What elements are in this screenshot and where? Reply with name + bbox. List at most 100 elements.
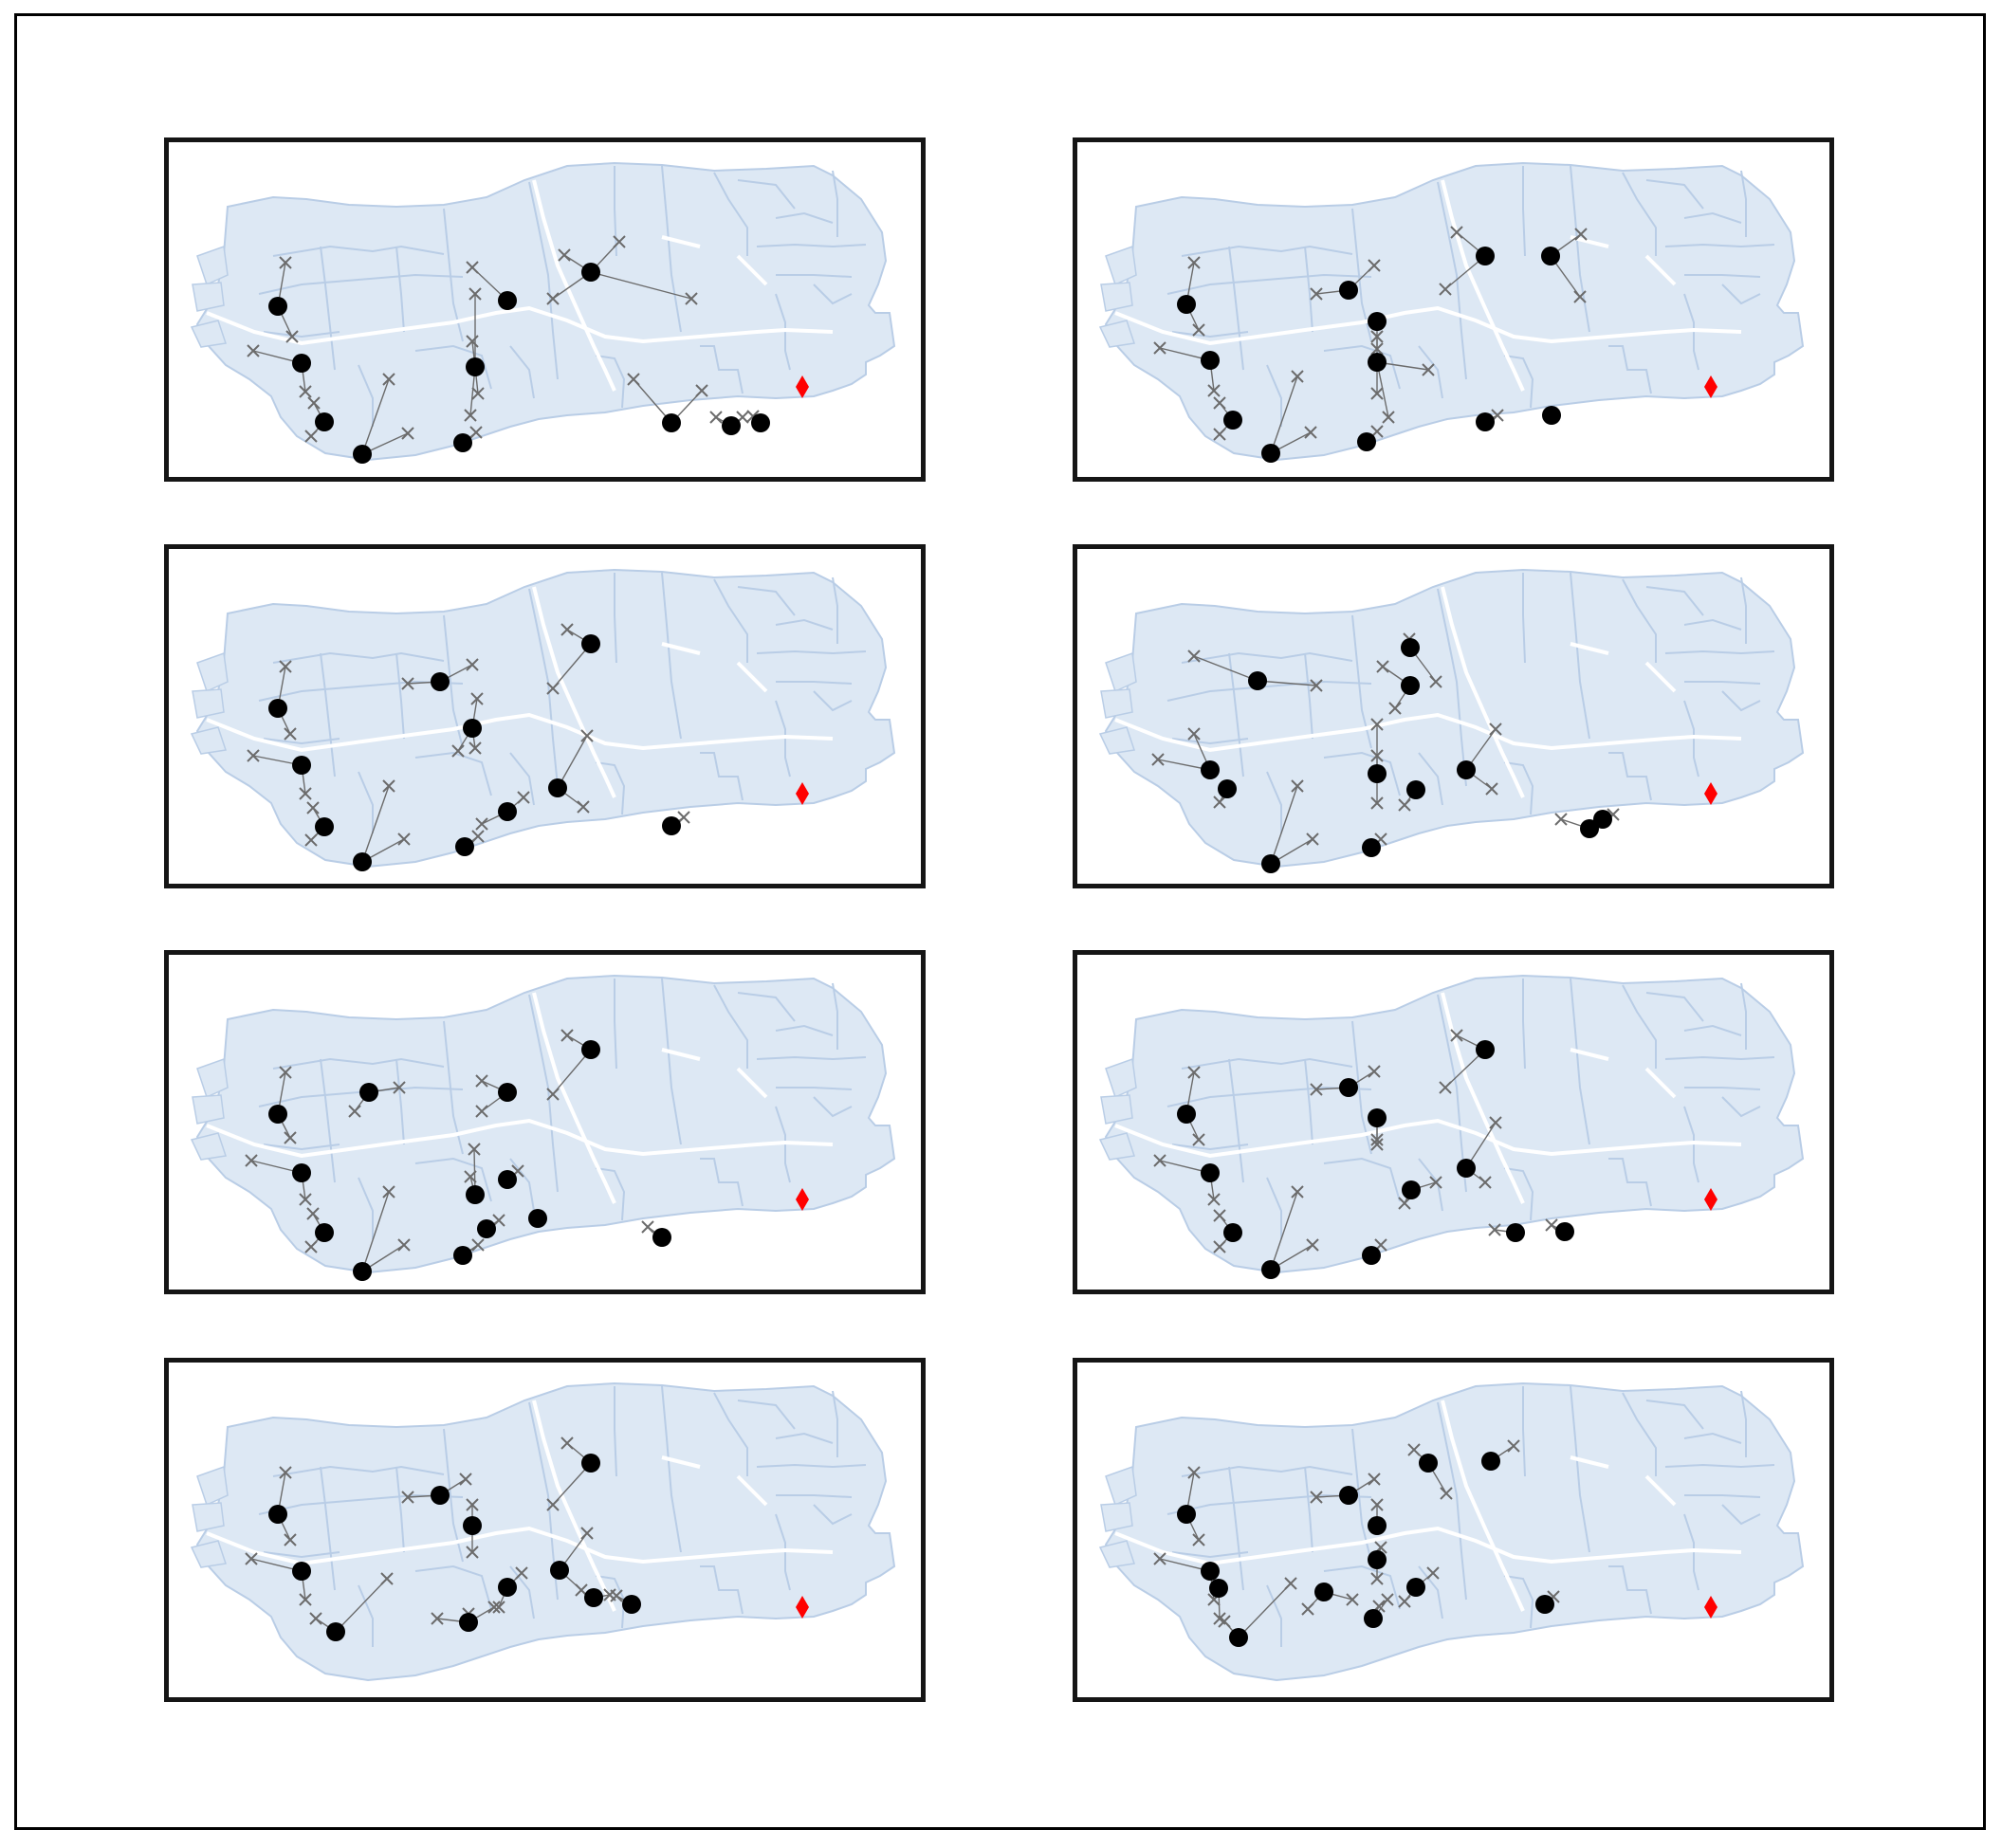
facility-point <box>453 1246 472 1265</box>
demand-point-icon <box>1370 749 1384 762</box>
facility-point <box>751 413 770 432</box>
assignment-link <box>1270 785 1298 865</box>
facility-point <box>1261 1260 1280 1279</box>
facility-points <box>268 1454 641 1641</box>
facility-point <box>315 412 334 431</box>
demand-point-icon <box>1370 1138 1384 1151</box>
demand-point-icon <box>431 1612 444 1625</box>
facility-point <box>722 416 741 435</box>
demand-point-icon <box>627 373 640 386</box>
facility-point <box>498 1170 517 1189</box>
map-svg-1 <box>190 161 896 464</box>
map-svg-8 <box>1098 1381 1805 1682</box>
demand-point-icon <box>306 801 320 814</box>
demand-point-icon <box>397 1238 411 1252</box>
district-region <box>1098 974 1805 1274</box>
facility-point <box>1457 1159 1476 1178</box>
facility-point <box>662 816 681 835</box>
demand-point-icon <box>1291 370 1304 383</box>
demand-point-icon <box>466 335 479 348</box>
demand-point-icon <box>1429 675 1442 688</box>
facility-point <box>581 634 600 653</box>
map-panel-3 <box>164 544 926 888</box>
facility-point <box>1177 295 1196 314</box>
facility-point <box>1401 638 1420 657</box>
demand-point-icon <box>1213 1240 1226 1253</box>
demand-point-icon <box>304 833 318 847</box>
map-svg-2 <box>1098 161 1805 463</box>
facility-point <box>581 1040 600 1059</box>
facility-point <box>1201 1562 1220 1581</box>
demand-point-icon <box>1370 387 1384 400</box>
demand-point-icon <box>1573 290 1587 303</box>
demand-point-icon <box>1213 796 1226 809</box>
demand-point-icon <box>695 384 708 397</box>
demand-point-icon <box>1398 798 1411 812</box>
facility-point <box>1261 854 1280 873</box>
demand-point-icon <box>1213 396 1226 410</box>
map-panel-6 <box>1073 950 1834 1294</box>
demand-point-icon <box>304 430 318 443</box>
facility-point <box>1368 1550 1387 1569</box>
depot-diamond-icon <box>796 1596 809 1619</box>
demand-point-icon <box>1213 1209 1226 1222</box>
facility-point <box>662 413 681 432</box>
depot-diamond-icon <box>796 1188 809 1211</box>
facility-point <box>1364 1609 1383 1628</box>
demand-point-icon <box>284 1533 297 1546</box>
assignment-link <box>1193 655 1258 682</box>
facility-point <box>1406 1578 1425 1597</box>
facility-point <box>431 1486 450 1505</box>
facility-point <box>353 852 372 871</box>
facility-point <box>550 1561 569 1580</box>
assignment-link <box>1257 680 1317 686</box>
facility-point <box>1223 411 1242 430</box>
demand-point-icon <box>245 1552 258 1565</box>
demand-point-icon <box>1370 1133 1384 1146</box>
facility-point <box>548 778 567 797</box>
demand-point-icon <box>469 426 483 439</box>
district-region <box>190 161 896 462</box>
map-svg-5 <box>190 974 896 1281</box>
demand-point-icon <box>285 330 299 343</box>
facility-point <box>353 445 372 464</box>
demand-point-icon <box>546 682 560 695</box>
facility-point <box>463 719 482 738</box>
facility-point <box>581 263 600 282</box>
demand-point-icon <box>247 749 260 762</box>
assignment-link <box>361 378 390 455</box>
map-panel-7 <box>164 1358 926 1702</box>
demand-point-icon <box>1153 1154 1166 1167</box>
demand-point-icon <box>1301 1602 1314 1616</box>
facility-point <box>1362 1246 1381 1265</box>
demand-point-icon <box>299 1593 312 1606</box>
map-panel-5 <box>164 950 926 1294</box>
facility-point <box>652 1228 671 1247</box>
demand-point-icon <box>1422 363 1435 376</box>
demand-point-icon <box>304 1240 318 1253</box>
demand-point-icon <box>1479 1176 1492 1189</box>
facility-point <box>359 1083 378 1102</box>
facility-point <box>1177 1105 1196 1124</box>
demand-point-icon <box>1370 796 1384 810</box>
demand-point-icon <box>492 1214 505 1227</box>
demand-point-icon <box>466 1546 479 1559</box>
demand-point-icon <box>279 1066 292 1079</box>
facility-points <box>268 263 770 464</box>
assignment-link <box>552 1049 592 1095</box>
facility-point <box>581 1454 600 1473</box>
demand-point-icon <box>1507 1439 1520 1453</box>
demand-point-icon <box>382 1185 395 1198</box>
demand-point-icon <box>1370 330 1384 343</box>
demand-point-icon <box>1450 226 1463 239</box>
demand-point-icon <box>1284 1577 1297 1590</box>
demand-point-icon <box>382 373 395 386</box>
facility-point <box>528 1209 547 1228</box>
district-region <box>1098 161 1805 462</box>
demand-point-icon <box>471 1238 485 1252</box>
demand-point-icon <box>397 833 411 846</box>
demand-point-icon <box>580 1527 594 1540</box>
demand-point-icon <box>613 235 626 248</box>
demand-point-icon <box>284 1131 297 1144</box>
demand-point-icon <box>1407 1443 1421 1456</box>
